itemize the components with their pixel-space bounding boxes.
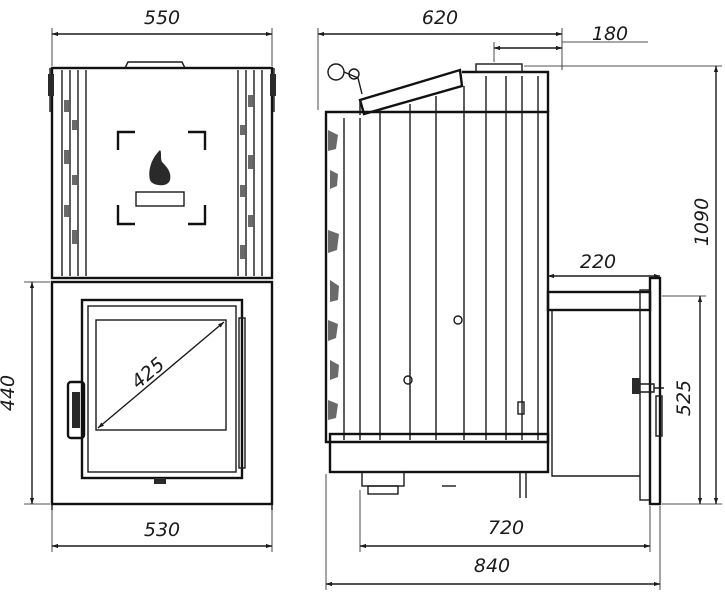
- dim-tank-height: 525: [673, 380, 695, 416]
- door-handle: [66, 380, 86, 440]
- dim-base-width: 530: [144, 519, 180, 541]
- dim-door-height: 440: [0, 375, 19, 411]
- side-dimensions: 620 180 1090 220 525 720 840: [317, 7, 722, 590]
- dim-glass-diagonal: 425: [127, 353, 169, 393]
- door-glass: [95, 319, 227, 431]
- logo-bar: [135, 191, 185, 207]
- dim-firebox-depth: 720: [488, 517, 524, 539]
- front-view: [48, 61, 276, 510]
- dim-side-depth: 620: [422, 7, 458, 29]
- side-view: [324, 63, 664, 506]
- dim-height: 1090: [691, 198, 713, 246]
- logo-frame: [116, 130, 207, 226]
- front-dimensions: 550 440 425 530: [0, 7, 273, 552]
- dim-front-width: 550: [144, 7, 180, 29]
- dim-total-depth: 840: [474, 555, 510, 577]
- dim-tank-offset: 220: [580, 251, 616, 273]
- dim-top-offset: 180: [592, 23, 628, 45]
- flame-icon: [149, 150, 171, 186]
